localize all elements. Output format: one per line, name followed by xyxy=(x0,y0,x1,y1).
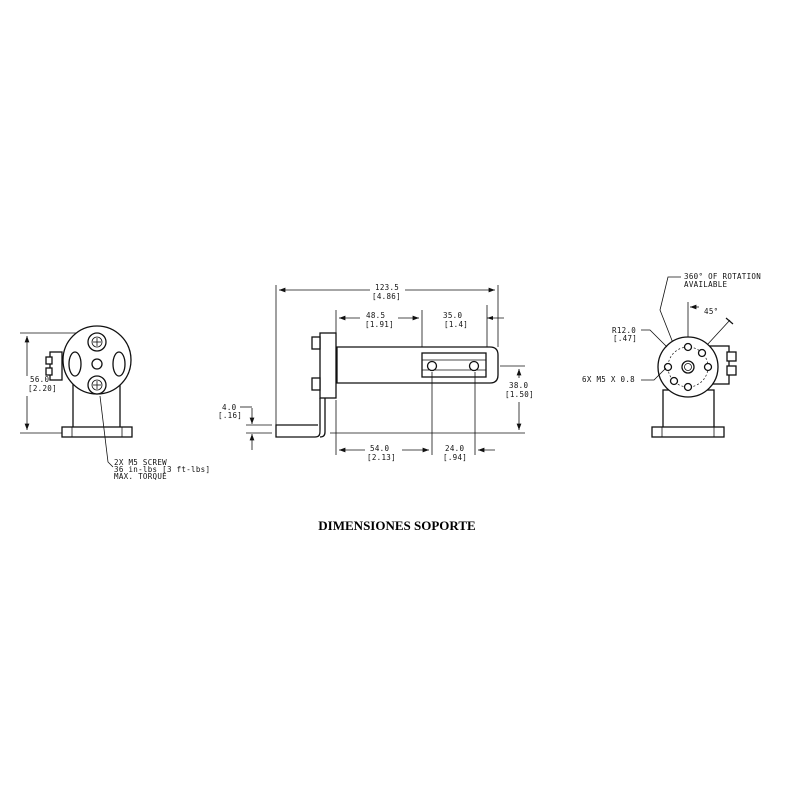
front-view: 56.0 [2.20] 2X M5 SCREW 36 in-lbs [3 ft-… xyxy=(20,325,210,481)
screw-note-line3: MAX. TORQUE xyxy=(114,472,167,481)
screw-icon xyxy=(87,375,107,395)
height-dim-mm: 38.0 xyxy=(509,381,528,390)
slot-dim-in: [1.4] xyxy=(444,320,468,329)
angle-label: 45° xyxy=(704,307,718,316)
thickness-dim-in: [.16] xyxy=(218,411,242,420)
screw-note-line2: 36 in-lbs [3 ft-lbs] xyxy=(114,465,210,474)
height-dim-in: [2.20] xyxy=(28,384,57,393)
arm-dim-mm: 48.5 xyxy=(366,311,385,320)
screw-note-line1: 2X M5 SCREW xyxy=(114,458,167,467)
hole-dim-mm: 54.0 xyxy=(370,444,389,453)
height-dim-mm: 56.0 xyxy=(30,375,49,384)
radius-dim-in: [.47] xyxy=(613,334,637,343)
rear-view: 360° OF ROTATION AVAILABLE 45° R12.0 [.4… xyxy=(582,272,761,438)
thickness-dim-mm: 4.0 xyxy=(222,403,237,412)
threaded-holes xyxy=(663,342,713,392)
screw-icon xyxy=(87,332,107,352)
hole-spacing-dim-mm: 24.0 xyxy=(445,444,464,453)
hole-dim-in: [2.13] xyxy=(367,453,396,462)
height-dim-in: [1.50] xyxy=(505,390,534,399)
overall-dim-in: [4.86] xyxy=(372,292,401,301)
rotation-note-line1: 360° OF ROTATION xyxy=(684,272,761,281)
hole-spacing-dim-in: [.94] xyxy=(443,453,467,462)
arm-dim-in: [1.91] xyxy=(365,320,394,329)
mounting-hole-icon xyxy=(468,360,480,372)
drawing-title: DIMENSIONES SOPORTE xyxy=(318,518,475,533)
overall-dim-mm: 123.5 xyxy=(375,283,399,292)
rotation-note-line2: AVAILABLE xyxy=(684,280,728,289)
slot-dim-mm: 35.0 xyxy=(443,311,462,320)
holes-note: 6X M5 X 0.8 xyxy=(582,375,635,384)
radius-dim-mm: R12.0 xyxy=(612,326,636,335)
mounting-hole-icon xyxy=(426,360,438,372)
side-view: 123.5 [4.86] 48.5 [1.91] 35.0 [1.4] 38.0… xyxy=(218,283,534,462)
